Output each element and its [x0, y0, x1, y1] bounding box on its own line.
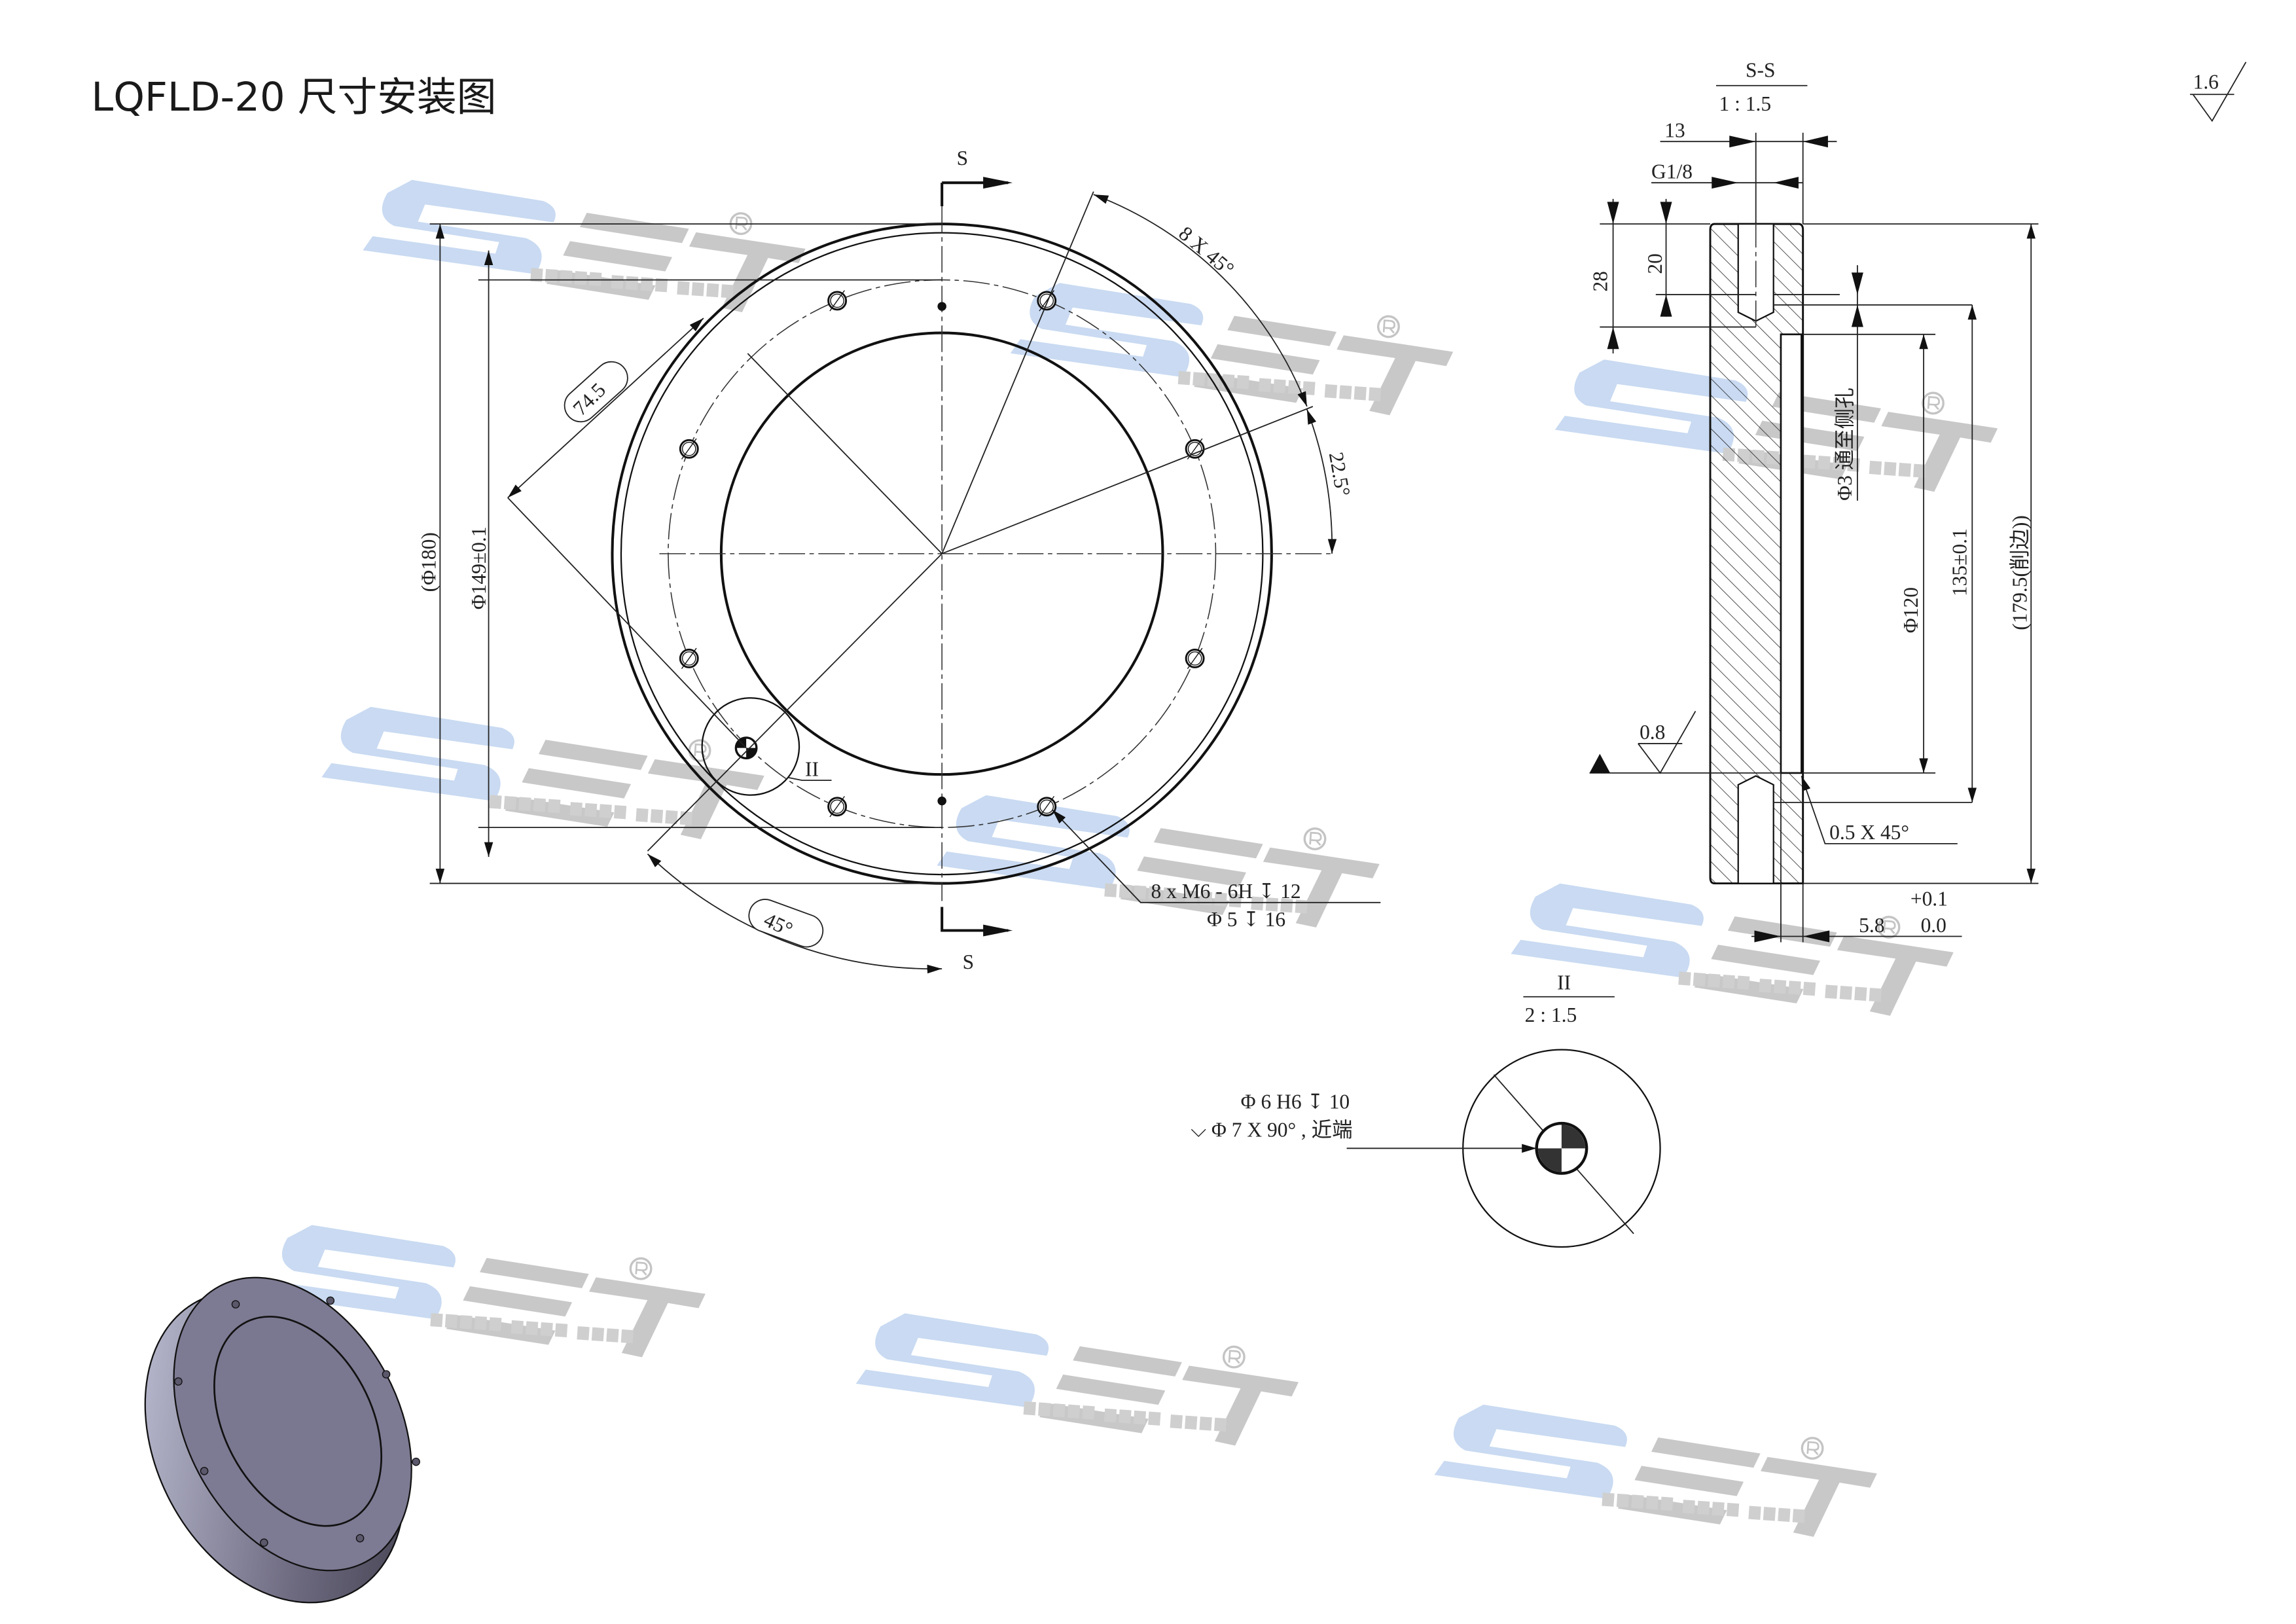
detail-view: II 2 : 1.5 Φ 6 H6 ↧ 10 ⌵ Φ 7 X 90° , 近端 — [1191, 971, 1661, 1248]
dim-28: 28 — [1589, 271, 1612, 291]
tolerance-upper: +0.1 — [1910, 887, 1948, 910]
bore-surface — [1780, 333, 1803, 774]
roughness-value: 1.6 — [2193, 70, 2219, 93]
section-title: S-S — [1746, 58, 1775, 81]
dim-height: (179.5(削边)) — [2008, 515, 2031, 630]
dim-bolt-circle: Φ149±0.1 — [467, 526, 490, 609]
watermark-logo — [852, 1309, 1303, 1451]
dim-20: 20 — [1643, 253, 1666, 274]
dim-135: 135±0.1 — [1948, 528, 1971, 596]
roughness-symbol-general: 1.6 — [2190, 62, 2247, 122]
dowel-pin-marker: II — [701, 697, 832, 796]
dim-outer-diameter: (Φ180) — [418, 532, 440, 592]
detail-note-line1: Φ 6 H6 ↧ 10 — [1241, 1091, 1350, 1113]
watermark-logo — [359, 175, 810, 317]
detail-circle — [701, 697, 800, 796]
bolt-hole — [827, 796, 848, 818]
bolt-hole — [1185, 647, 1205, 670]
bolt-hole — [679, 647, 699, 670]
datum-triangle — [1589, 753, 1611, 773]
bolt-hole — [1037, 290, 1057, 312]
dim-angle-spacing: 8 X 45° — [1174, 222, 1238, 281]
pin-hole-top — [937, 302, 946, 311]
dim-angle-offset: 22.5° — [1325, 450, 1355, 498]
section-view: S-S 1 : 1.5 13 G1/8 28 20 Φ3 通至侧孔 Φ120 — [1589, 58, 2039, 943]
dim-thread: G1/8 — [1651, 160, 1693, 183]
hole-note: Φ3 通至侧孔 — [1833, 388, 1856, 500]
watermark-logo — [317, 702, 768, 844]
section-mark-bottom: S — [963, 950, 975, 973]
detail-note-line2: ⌵ Φ 7 X 90° , 近端 — [1191, 1118, 1352, 1141]
isometric-render — [144, 1276, 420, 1604]
bolt-hole — [679, 438, 699, 460]
dim-13: 13 — [1664, 118, 1685, 141]
bolt-hole — [1037, 796, 1057, 818]
watermark-logo — [1430, 1400, 1881, 1542]
tolerance-lower: 0.0 — [1921, 914, 1946, 937]
detail-scale: 2 : 1.5 — [1525, 1003, 1577, 1026]
thread-note-line1: 8 x M6 - 6H ↧ 12 — [1151, 880, 1300, 903]
bolt-hole — [827, 290, 848, 312]
watermark-logo — [933, 791, 1384, 933]
detail-title: II — [1557, 971, 1571, 994]
dim-bore: Φ120 — [1899, 587, 1922, 633]
chamfer-note: 0.5 X 45° — [1829, 821, 1909, 844]
thread-note-line2: Φ 5 ↧ 16 — [1207, 908, 1285, 931]
section-mark-top: S — [957, 147, 969, 170]
dim-depth: 5.8 — [1859, 914, 1884, 937]
drawing-title: LQFLD-20 尺寸安装图 — [91, 75, 496, 120]
roughness-face: 0.8 — [1640, 721, 1665, 744]
section-scale: 1 : 1.5 — [1719, 92, 1772, 115]
detail-label: II — [805, 757, 819, 780]
watermark-logo — [1507, 879, 1958, 1021]
pin-hole-bottom — [937, 796, 946, 806]
